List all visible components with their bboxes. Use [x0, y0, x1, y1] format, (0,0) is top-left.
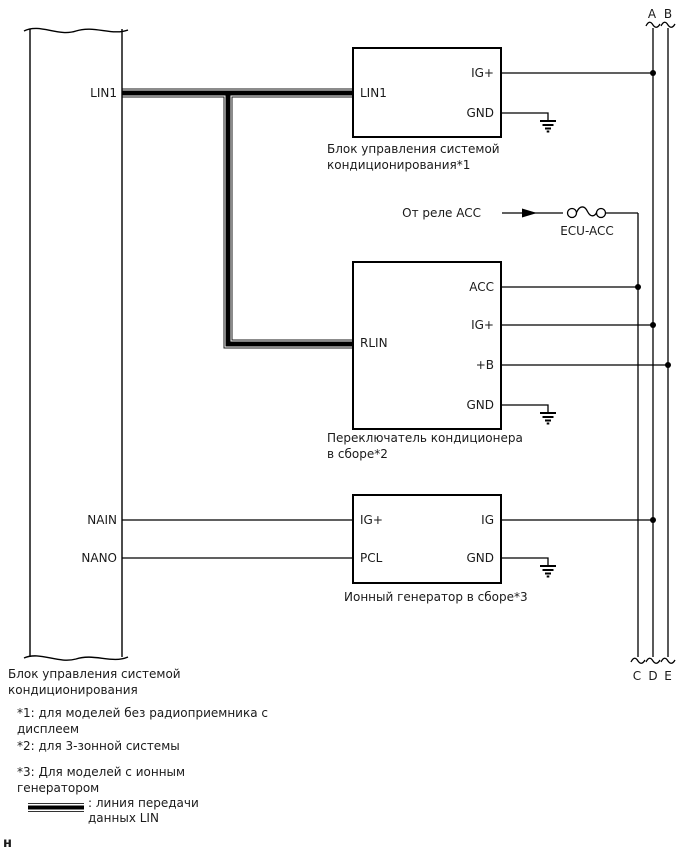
- bus-label-b: B: [663, 7, 673, 21]
- bus-label-d: D: [648, 669, 658, 683]
- page-marker: н: [3, 836, 12, 851]
- acc-relay-label: От реле ACC: [402, 206, 481, 220]
- pin-ig-ac-ecu: IG+: [471, 66, 494, 80]
- break-marks: [630, 21, 676, 664]
- left-unit-caption-line1: Блок управления системой: [8, 667, 181, 681]
- bus-lines: [637, 28, 669, 657]
- pin-ig-ion: IG: [481, 513, 494, 527]
- bus-label-c: C: [632, 669, 642, 683]
- torn-edge-bottom: [23, 655, 129, 661]
- lin-data-line: [122, 88, 353, 349]
- left-unit-outline: [23, 27, 129, 661]
- junction-dots: [635, 70, 671, 523]
- footnote-2: *2: для 3-зонной системы: [17, 739, 180, 753]
- bus-label-e: E: [664, 669, 672, 683]
- ion-generator-caption: Ионный генератор в сборе*3: [344, 590, 528, 604]
- left-unit-caption: Блок управления системой кондиционирован…: [8, 666, 181, 698]
- ac-ecu-box-outline: [352, 47, 502, 138]
- pin-plus-b: +B: [475, 358, 494, 372]
- pin-gnd-ac-ecu: GND: [466, 106, 494, 120]
- ac-ecu-caption: Блок управления системой кондиционирован…: [327, 141, 500, 173]
- pin-pcl: PCL: [360, 551, 383, 565]
- pin-lin1-left-unit: LIN1: [90, 86, 117, 100]
- ground-icon-top: [540, 120, 556, 133]
- ac-ecu-caption-line2: кондиционирования*1: [327, 158, 471, 172]
- fuse-label-ecu-acc: ECU-ACC: [560, 224, 614, 238]
- footnote-1-line1: *1: для моделей без радиоприемника с: [17, 706, 268, 720]
- lin-line-legend-text: : линия передачи данных LIN: [88, 796, 199, 826]
- pin-lin1-ac-ecu: LIN1: [360, 86, 387, 100]
- arrow-icon: [522, 208, 537, 218]
- ground-icon-mid: [540, 412, 556, 425]
- pin-rlin: RLIN: [360, 336, 388, 350]
- lin-line-legend-swatch: [28, 803, 84, 812]
- bus-label-a: A: [647, 7, 657, 21]
- pin-acc: ACC: [469, 280, 494, 294]
- pin-nain: NAIN: [87, 513, 117, 527]
- footnote-1: *1: для моделей без радиоприемника с дис…: [17, 705, 268, 737]
- pin-ig-switch: IG+: [471, 318, 494, 332]
- ac-switch-caption: Переключатель кондиционера в сборе*2: [327, 430, 523, 462]
- legend-line1: : линия передачи: [88, 796, 199, 810]
- ion-generator-box-outline: [352, 494, 502, 584]
- ac-switch-caption-line1: Переключатель кондиционера: [327, 431, 523, 445]
- ac-switch-box-outline: [352, 261, 502, 430]
- torn-edge-top: [23, 27, 129, 34]
- pin-gnd-ion: GND: [466, 551, 494, 565]
- ac-switch-caption-line2: в сборе*2: [327, 447, 388, 461]
- left-unit-caption-line2: кондиционирования: [8, 683, 138, 697]
- footnote-3: *3: Для моделей с ионным генератором: [17, 764, 185, 796]
- ac-ecu-caption-line1: Блок управления системой: [327, 142, 500, 156]
- fuse-icon: [566, 206, 607, 219]
- footnote-1-line2: дисплеем: [17, 722, 80, 736]
- pin-ig-in-ion: IG+: [360, 513, 383, 527]
- signal-wires: [122, 72, 668, 566]
- component-boxes: [352, 47, 502, 584]
- pin-nano: NANO: [81, 551, 117, 565]
- footnote-3-line2: генератором: [17, 781, 100, 795]
- ground-icon-ion: [540, 565, 556, 578]
- pin-gnd-switch: GND: [466, 398, 494, 412]
- legend-line2: данных LIN: [88, 811, 159, 825]
- footnote-3-line1: *3: Для моделей с ионным: [17, 765, 186, 779]
